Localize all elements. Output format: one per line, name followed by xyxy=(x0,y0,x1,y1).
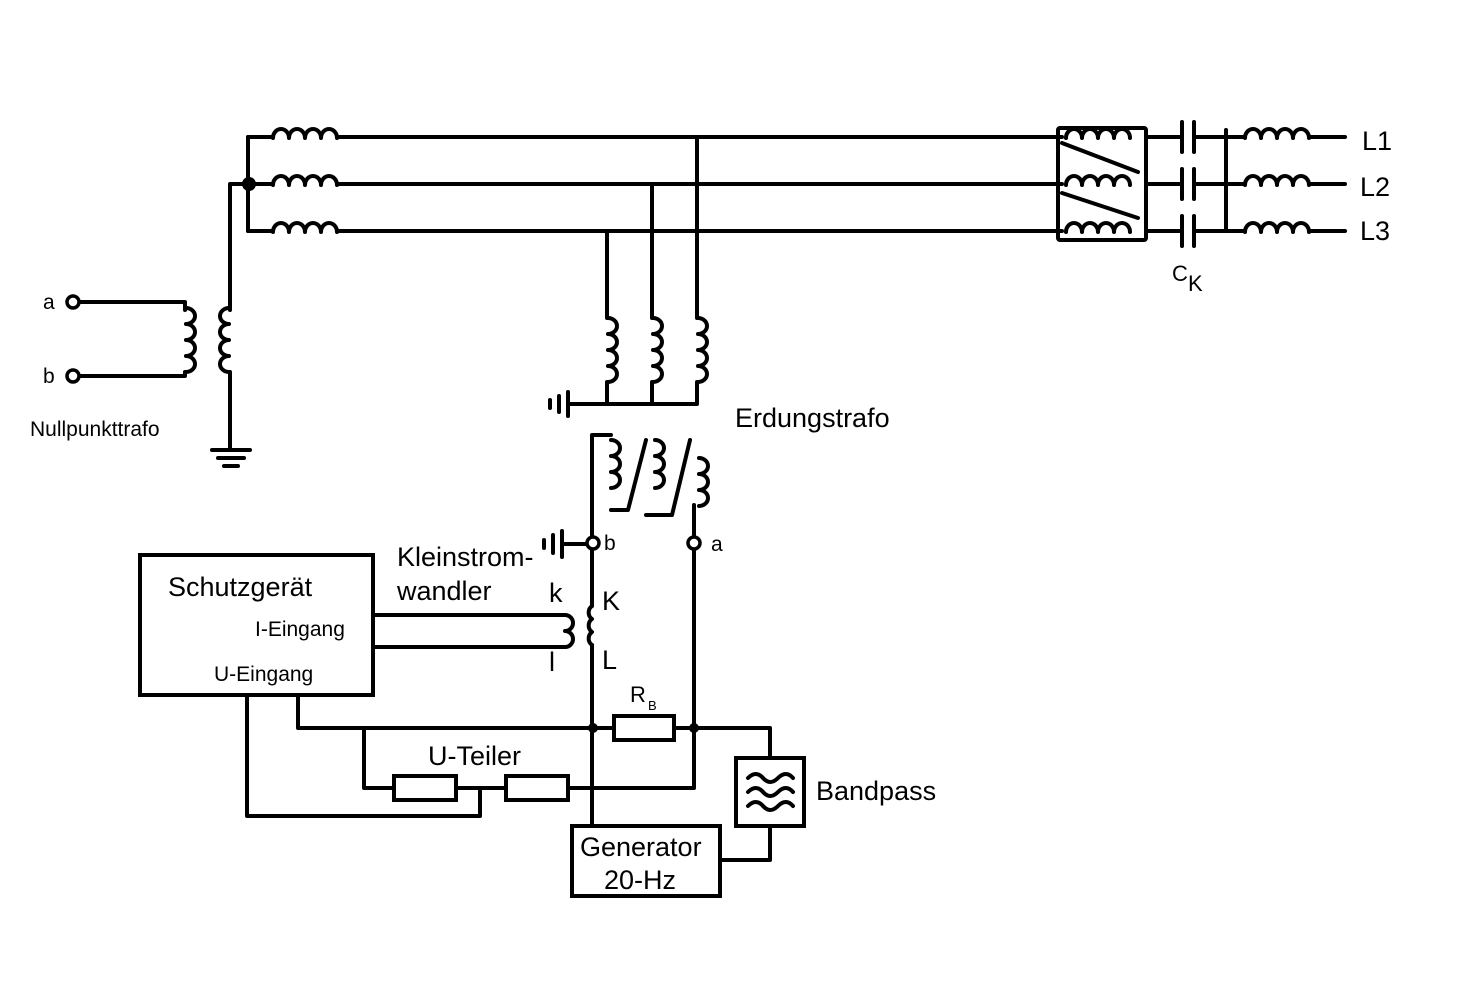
current-input-label: I-Eingang xyxy=(255,618,345,641)
voltage-input-label: U-Eingang xyxy=(214,663,313,686)
voltage-divider-label: U-Teiler xyxy=(428,741,521,771)
terminal-label-b-right: b xyxy=(604,532,616,555)
ground-icon xyxy=(548,390,570,418)
coil-icon xyxy=(609,438,710,508)
terminal-label-b-left: b xyxy=(43,365,55,388)
terminal-circle-icon xyxy=(585,535,601,551)
resistor-icon xyxy=(504,774,570,802)
ground-icon xyxy=(210,448,252,468)
earthing-transformer-secondary xyxy=(590,433,696,539)
terminal-label-a-left: a xyxy=(43,291,55,314)
coil-icon xyxy=(1064,127,1132,234)
line-label-l2: L2 xyxy=(1360,172,1390,202)
busbar-wiring xyxy=(228,135,1064,452)
generator-box xyxy=(570,824,722,898)
terminal-label-a-right: a xyxy=(711,533,723,556)
current-transformer xyxy=(563,604,594,649)
ct-terminal-k-big: K xyxy=(602,586,620,616)
coil-icon xyxy=(1243,127,1311,234)
neutral-transformer-label: Nullpunkttrafo xyxy=(30,418,160,441)
coupling-cap-label: C xyxy=(1172,261,1188,286)
measurement-wiring xyxy=(245,529,772,862)
ct-label-line2: wandler xyxy=(396,576,492,606)
earthing-transformer-primary xyxy=(606,316,709,384)
junction-dot xyxy=(588,723,598,733)
coupling-cap-subscript: K xyxy=(1188,271,1203,296)
resistor-rb-label: R xyxy=(630,682,646,707)
resistor-icon xyxy=(392,774,458,802)
terminal-circle-icon xyxy=(65,294,81,310)
line-label-l1: L1 xyxy=(1362,126,1392,156)
ct-terminal-l-big: L xyxy=(602,645,617,675)
bandpass-label: Bandpass xyxy=(816,776,936,806)
junction-dot xyxy=(242,177,256,191)
terminal-circle-icon xyxy=(686,535,702,551)
neutral-transformer xyxy=(65,294,252,468)
ct-label-line1: Kleinstrom- xyxy=(397,542,534,572)
protection-device-label: Schutzgerät xyxy=(168,572,313,602)
line-label-l3: L3 xyxy=(1360,216,1390,246)
bandpass-filter xyxy=(734,756,806,828)
wave-filter-icon xyxy=(746,772,795,812)
resistor-rb-subscript: B xyxy=(648,698,657,713)
resistor-icon xyxy=(612,714,676,742)
ct-terminal-l-small: l xyxy=(549,647,555,677)
earthing-transformer-label: Erdungstrafo xyxy=(735,403,890,433)
protection-device-box xyxy=(138,553,375,697)
ct-terminal-k-small: k xyxy=(549,578,563,608)
generator-label-line1: Generator xyxy=(580,832,702,862)
capacitor-icon xyxy=(1144,120,1347,248)
coil-icon xyxy=(271,127,339,234)
terminal-circle-icon xyxy=(65,368,81,384)
generator-label-line2: 20-Hz xyxy=(604,865,676,895)
junction-dot xyxy=(689,723,699,733)
